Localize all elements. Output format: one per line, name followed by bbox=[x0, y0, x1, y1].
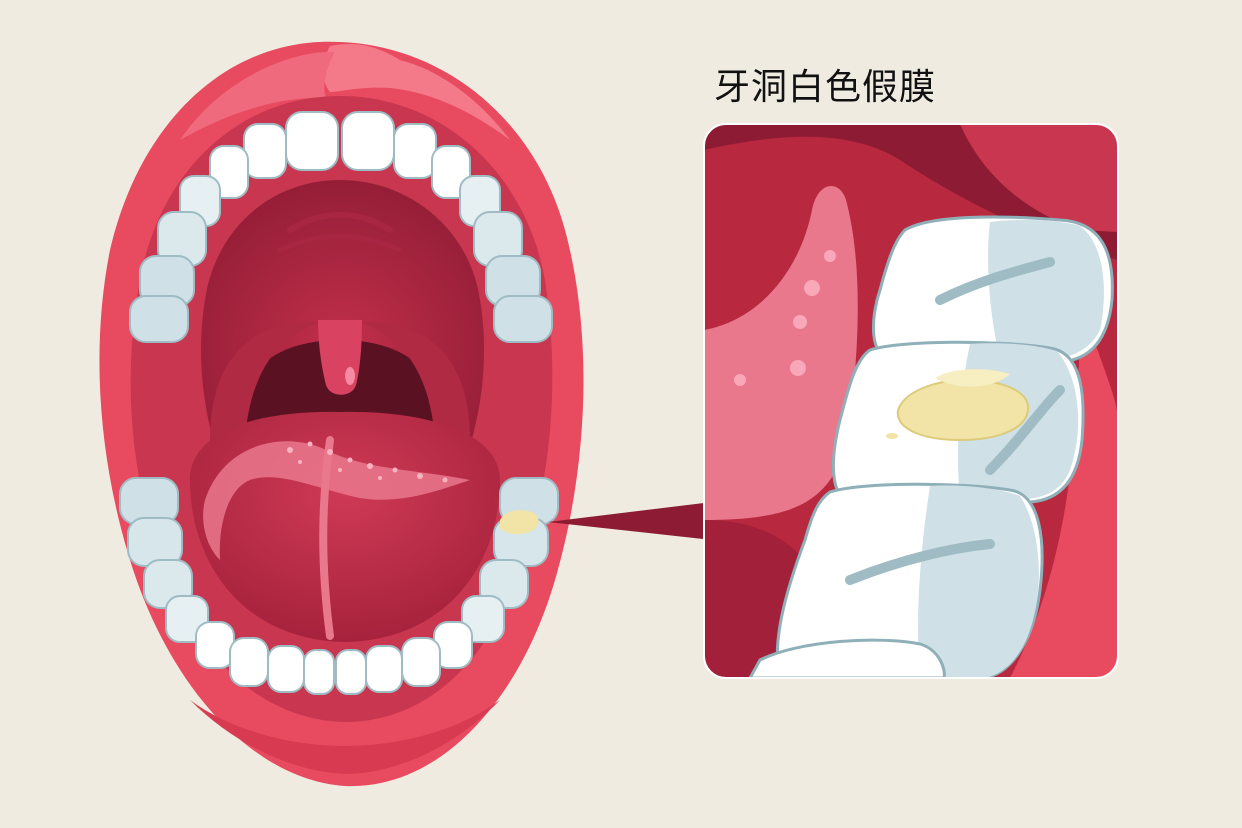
tooth bbox=[335, 649, 367, 695]
palatal-arch-right bbox=[360, 321, 470, 440]
inset-cheek bbox=[1010, 300, 1118, 678]
upper-lip-cupid bbox=[180, 51, 335, 140]
mouth bbox=[99, 41, 584, 787]
tooth bbox=[401, 637, 441, 687]
pseudomembrane bbox=[896, 378, 1030, 442]
tooth bbox=[365, 645, 403, 693]
lower-lip-highlight bbox=[190, 700, 500, 774]
inset-tongue bbox=[704, 186, 858, 521]
pseudomembrane-highlight bbox=[935, 369, 1010, 387]
tooth bbox=[341, 111, 395, 171]
tooth bbox=[229, 637, 269, 687]
inset-border bbox=[703, 123, 1119, 679]
molar-middle-groove bbox=[985, 385, 1065, 475]
tooth bbox=[393, 123, 437, 179]
tooth bbox=[303, 649, 335, 695]
pseudomembrane-spot bbox=[500, 510, 539, 535]
tooth bbox=[493, 295, 553, 343]
molar-top-groove bbox=[935, 257, 1055, 305]
molar-top-shade bbox=[988, 219, 1104, 360]
pseudomembrane-fleck bbox=[886, 433, 898, 439]
magnified-inset bbox=[704, 124, 1118, 678]
inset-tongue-papillae bbox=[734, 250, 836, 386]
diagram-label: 牙洞白色假膜 bbox=[714, 67, 937, 108]
tooth bbox=[195, 621, 235, 669]
tooth bbox=[243, 123, 287, 179]
molar-lowest bbox=[747, 638, 946, 678]
palatal-arch-left bbox=[210, 321, 320, 440]
callout-pointer bbox=[548, 502, 712, 540]
inset-mucosa-fold bbox=[960, 124, 1118, 232]
uvula-highlight bbox=[345, 367, 355, 385]
palate-ridge bbox=[277, 234, 403, 253]
tongue-papillae bbox=[287, 441, 448, 483]
tongue-highlight bbox=[203, 441, 470, 560]
molar-bottom-groove bbox=[845, 539, 995, 585]
tooth bbox=[285, 111, 339, 171]
palate-ridge bbox=[298, 257, 382, 270]
tooth bbox=[461, 595, 505, 643]
tooth bbox=[127, 517, 183, 567]
tooth bbox=[267, 645, 305, 693]
palate-ridge bbox=[287, 212, 393, 233]
tooth bbox=[129, 295, 189, 343]
molar-bottom-shade bbox=[918, 485, 1039, 678]
upper-lip-highlight bbox=[323, 43, 510, 140]
upper-teeth bbox=[129, 111, 553, 343]
